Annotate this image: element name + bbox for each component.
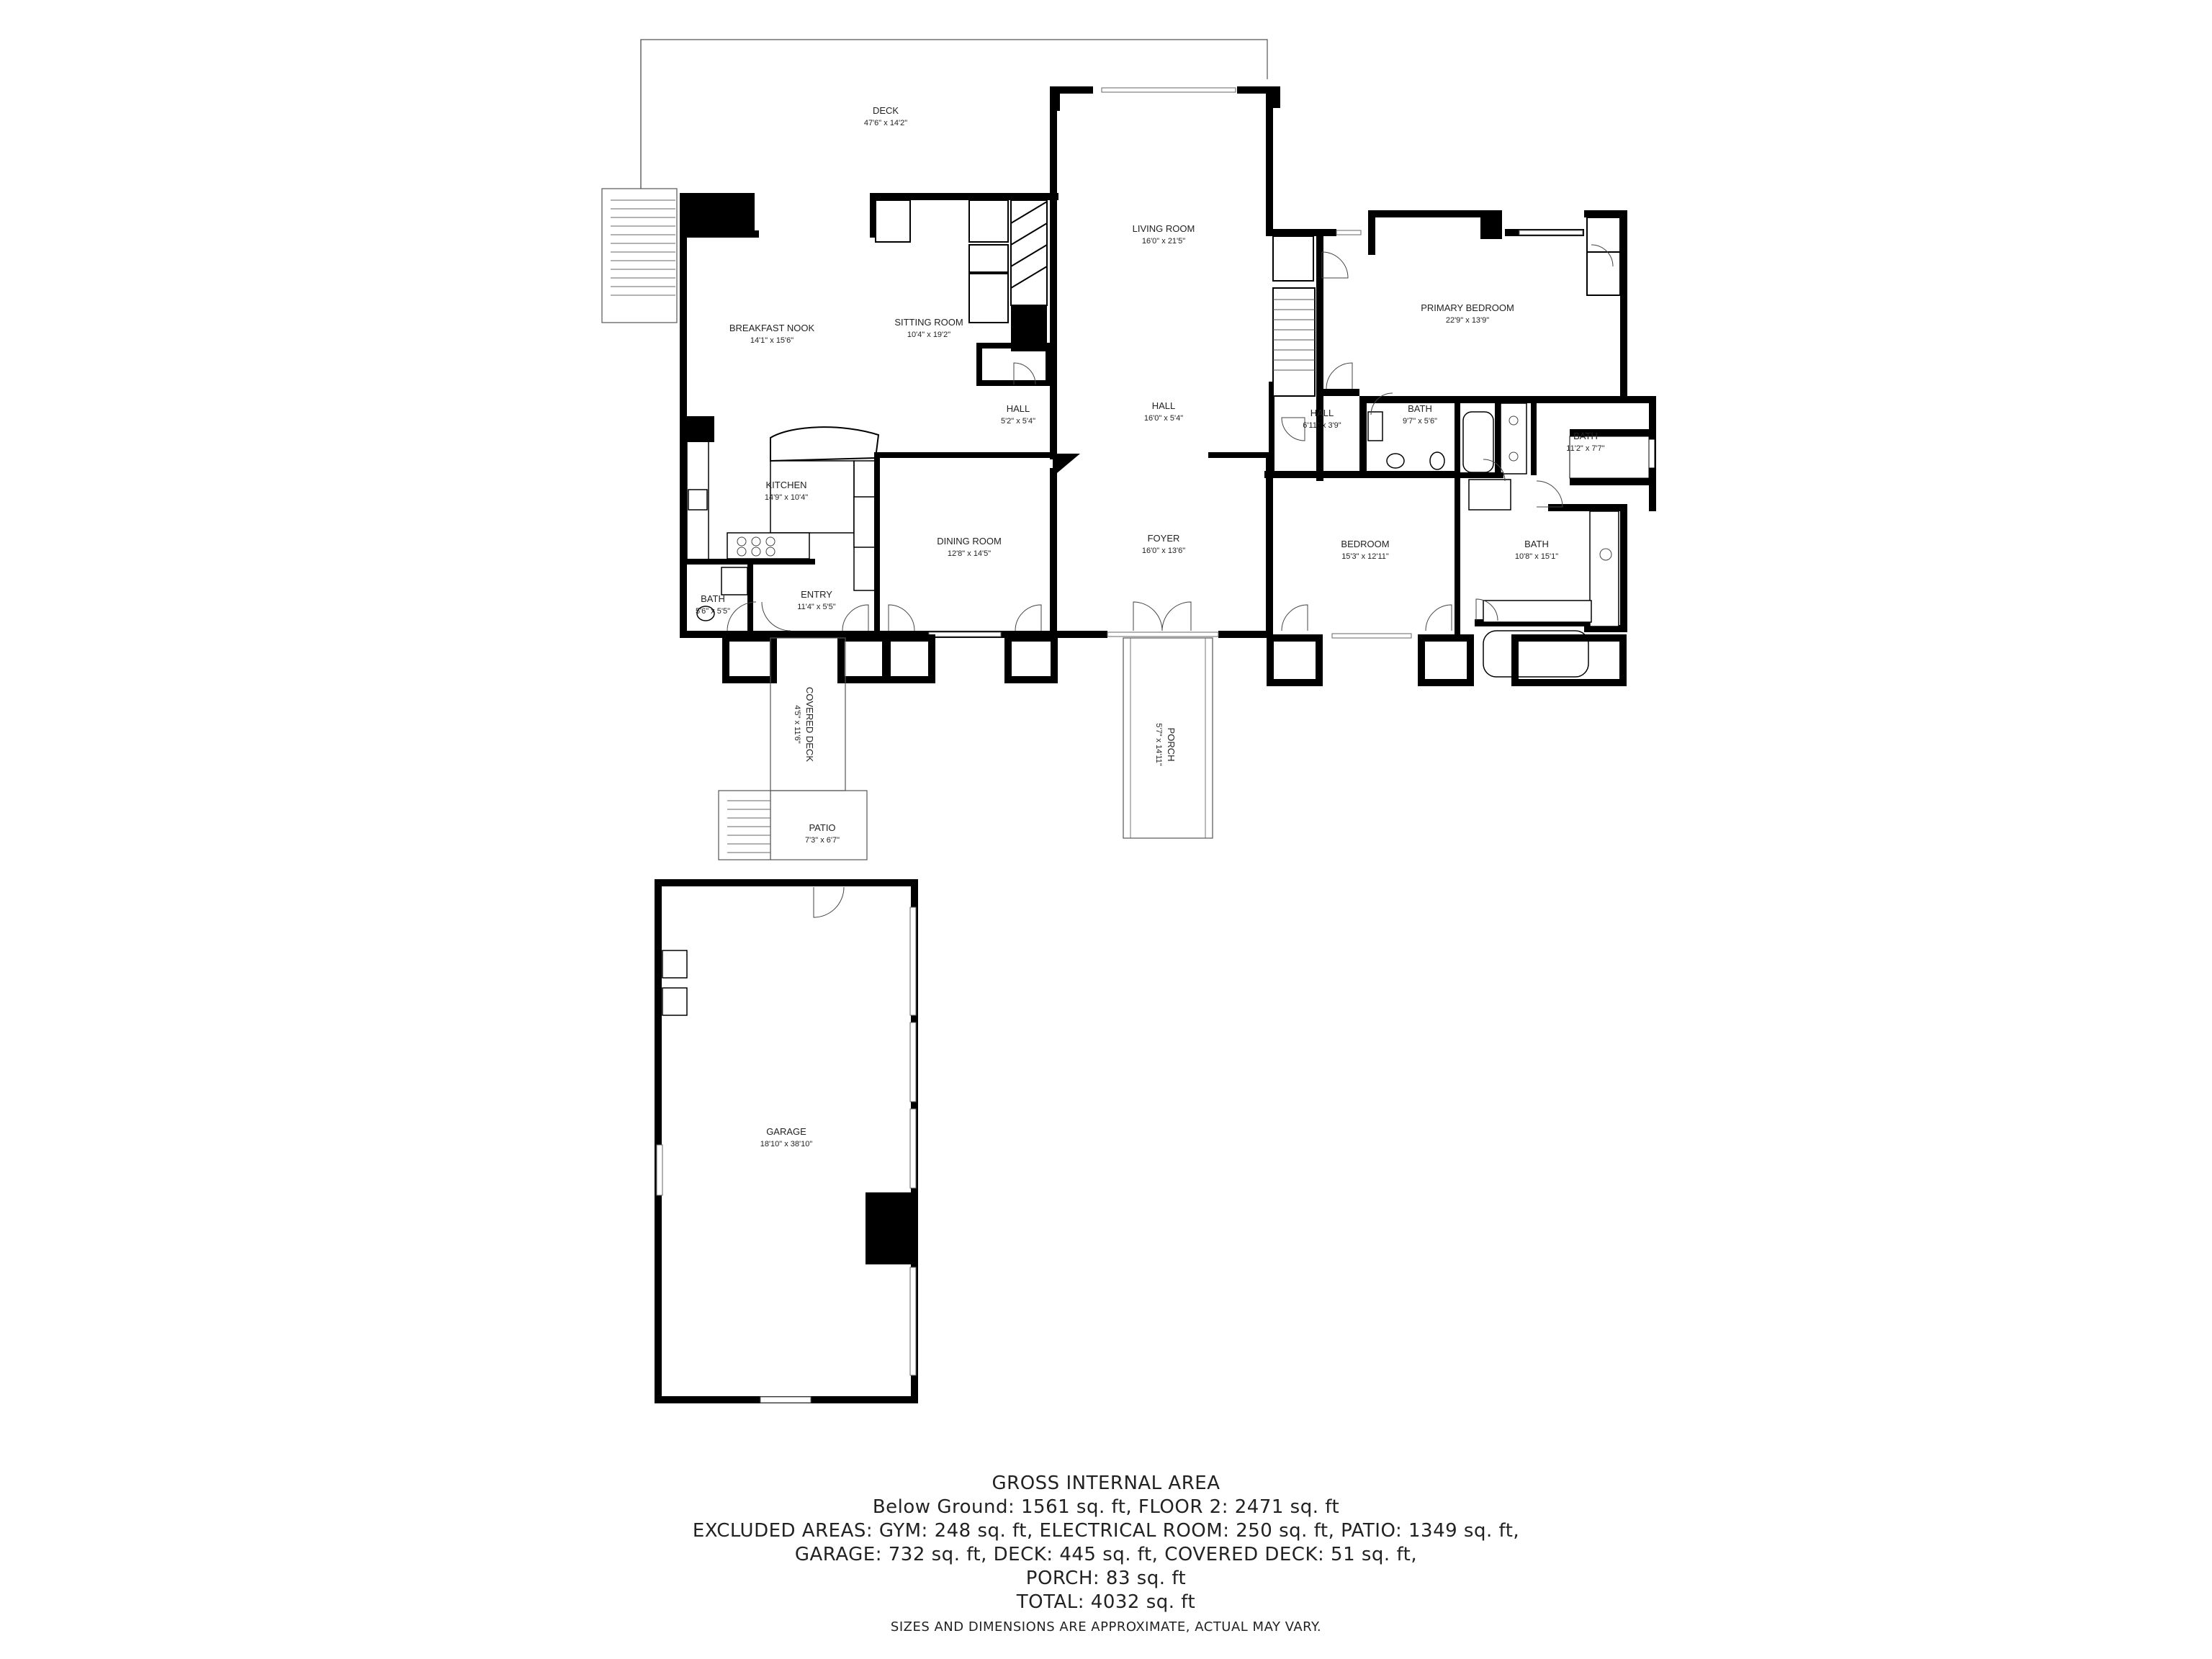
room-label-primary-bed: PRIMARY BEDROOM 22'9" x 13'9" (1421, 302, 1514, 325)
room-label-garage: GARAGE 18'10" x 38'10" (760, 1126, 813, 1148)
area-line-3: GARAGE: 732 sq. ft, DECK: 445 sq. ft, CO… (794, 1544, 1418, 1565)
room-label-patio: PATIO 7'3" x 6'7" (805, 822, 840, 845)
area-line-4: PORCH: 83 sq. ft (1025, 1568, 1187, 1589)
room-name: ENTRY (801, 589, 832, 600)
room-name: BATH (1524, 539, 1549, 549)
deck-outline (640, 39, 1268, 194)
room-label-nook: BREAKFAST NOOK 14'1" x 15'6" (729, 323, 815, 345)
room-label-hall-c: HALL 6'11" x 3'9" (1303, 408, 1341, 430)
room-dimensions: 9'7" x 5'6" (1403, 417, 1437, 426)
room-dimensions: 47'6" x 14'2" (864, 119, 907, 127)
room-label-bedroom: BEDROOM 15'3" x 12'11" (1341, 539, 1389, 561)
area-line-2: EXCLUDED AREAS: GYM: 248 sq. ft, ELECTRI… (692, 1520, 1520, 1542)
room-dimensions: 11'2" x 7'7" (1566, 444, 1604, 453)
room-name: PORCH (1166, 728, 1177, 762)
deck-stairs (601, 188, 678, 323)
room-name: LIVING ROOM (1133, 223, 1195, 234)
room-dimensions: 6'11" x 3'9" (1303, 421, 1341, 430)
room-dimensions: 12'8" x 14'5" (948, 549, 991, 558)
room-dimensions: 7'3" x 6'7" (805, 836, 840, 845)
house-walls (680, 86, 1280, 839)
room-name: FOYER (1148, 533, 1180, 544)
room-name: HALL (1007, 403, 1030, 414)
room-name: BATH (701, 593, 725, 604)
area-total: TOTAL: 4032 sq. ft (1016, 1591, 1196, 1613)
room-name: PATIO (809, 822, 835, 833)
room-dimensions: 10'8" x 15'1" (1515, 552, 1558, 561)
room-dimensions: 4'5" x 11'6" (793, 705, 801, 743)
room-dimensions: 5'2" x 5'4" (1001, 417, 1035, 426)
room-dimensions: 10'4" x 19'2" (907, 331, 950, 339)
disclaimer: SIZES AND DIMENSIONS ARE APPROXIMATE, AC… (890, 1619, 1322, 1635)
room-labels: DECK 47'6" x 14'2" LIVING ROOM 16'0" x 21'5… (696, 105, 1605, 1148)
room-dimensions: 14'1" x 15'6" (750, 336, 793, 345)
room-dimensions: 15'3" x 12'11" (1341, 552, 1389, 561)
right-wing-walls (1264, 210, 1656, 678)
room-name: BATH (1573, 431, 1598, 441)
garage-walls (655, 879, 918, 1403)
room-name: PRIMARY BEDROOM (1421, 302, 1514, 313)
room-label-hall-b: HALL 16'0" x 5'4" (1144, 400, 1183, 423)
room-label-dining: DINING ROOM 12'8" x 14'5" (937, 536, 1002, 558)
room-label-deck: DECK 47'6" x 14'2" (864, 105, 907, 127)
area-line-1: Below Ground: 1561 sq. ft, FLOOR 2: 2471… (872, 1496, 1340, 1518)
room-dimensions: 5'6" x 5'5" (696, 607, 730, 616)
room-dimensions: 22'9" x 13'9" (1446, 316, 1489, 325)
room-name: COVERED DECK (804, 687, 815, 762)
room-name: BREAKFAST NOOK (729, 323, 815, 333)
area-title: GROSS INTERNAL AREA (992, 1473, 1220, 1494)
room-label-foyer: FOYER 16'0" x 13'6" (1142, 533, 1185, 555)
room-dimensions: 5'7" x 14'11" (1154, 723, 1163, 766)
room-label-bath-b: BATH 11'2" x 7'7" (1566, 431, 1604, 453)
room-label-living: LIVING ROOM 16'0" x 21'5" (1133, 223, 1195, 246)
door-swings (727, 244, 1614, 631)
room-label-bath-c: BATH 10'8" x 15'1" (1515, 539, 1558, 561)
room-name: KITCHEN (765, 480, 806, 490)
room-name: SITTING ROOM (894, 317, 963, 328)
room-dimensions: 18'10" x 38'10" (760, 1140, 813, 1148)
room-dimensions: 16'0" x 13'6" (1142, 547, 1185, 555)
room-name: DINING ROOM (937, 536, 1002, 547)
room-dimensions: 16'0" x 5'4" (1144, 414, 1183, 423)
room-name: BATH (1408, 403, 1432, 414)
room-dimensions: 16'0" x 21'5" (1142, 237, 1185, 246)
room-label-hall-a: HALL 5'2" x 5'4" (1001, 403, 1035, 426)
room-name: HALL (1310, 408, 1334, 418)
room-label-bath-a: BATH 9'7" x 5'6" (1403, 403, 1437, 426)
area-summary: GROSS INTERNAL AREA Below Ground: 1561 s… (0, 1472, 2212, 1637)
room-label-kitchen: KITCHEN 14'9" x 10'4" (765, 480, 808, 502)
bay-boxes (722, 634, 1627, 686)
room-name: GARAGE (766, 1126, 806, 1137)
room-name: DECK (873, 105, 899, 116)
room-label-sitting: SITTING ROOM 10'4" x 19'2" (894, 317, 963, 339)
room-name: HALL (1152, 400, 1176, 411)
room-dimensions: 14'9" x 10'4" (765, 493, 808, 502)
room-label-entry: ENTRY 11'4" x 5'5" (797, 589, 835, 611)
room-dimensions: 11'4" x 5'5" (797, 603, 835, 611)
room-name: BEDROOM (1341, 539, 1389, 549)
covered-deck-patio (718, 637, 868, 860)
room-label-bath-d: BATH 5'6" x 5'5" (696, 593, 730, 616)
